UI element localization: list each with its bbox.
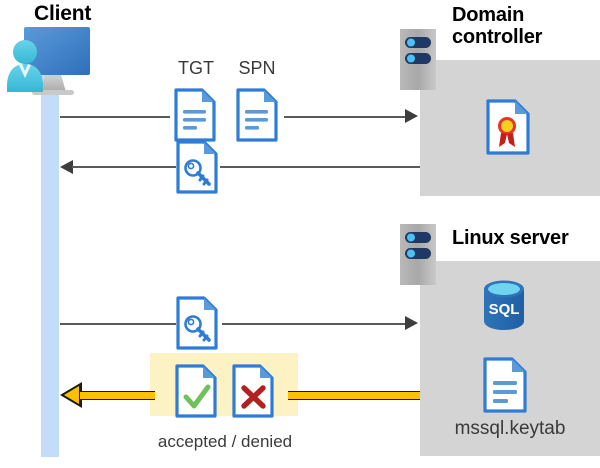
- keytab-document-icon: [483, 357, 527, 413]
- denied-document-icon: [232, 364, 274, 418]
- flow1-line-left: [60, 116, 170, 118]
- flow2-line-right: [220, 166, 420, 168]
- client-title: Client: [34, 2, 92, 25]
- flow1-arrowhead: [405, 109, 418, 123]
- keytab-label: mssql.keytab: [454, 418, 566, 439]
- flow2-line-left: [72, 166, 176, 168]
- flow3-line-left: [60, 323, 176, 325]
- flow4-bar-right: [288, 391, 420, 400]
- linux-server-server-icon: [400, 224, 436, 285]
- flow2-arrowhead: [60, 160, 73, 174]
- tgt-label: TGT: [178, 58, 214, 78]
- tgt-document-icon: [174, 88, 216, 142]
- flow1-line-right: [284, 116, 405, 118]
- sql-label: SQL: [489, 301, 520, 318]
- sql-database-icon: SQL: [478, 278, 530, 332]
- flow3-arrowhead: [405, 316, 418, 330]
- certificate-document-icon: [486, 99, 530, 155]
- dc-ticket-key-document-icon: [176, 140, 218, 194]
- client-workstation-icon: [4, 26, 96, 98]
- linux-server-title: Linux server: [452, 227, 569, 249]
- flow4-arrowhead-fill: [64, 386, 79, 404]
- spn-label: SPN: [238, 58, 276, 78]
- spn-document-icon: [236, 88, 278, 142]
- client-lifeline: [41, 70, 59, 457]
- accepted-denied-highlight: [150, 353, 298, 416]
- accepted-denied-label: accepted / denied: [157, 432, 293, 451]
- domain-controller-server-icon: [400, 29, 436, 90]
- domain-controller-title: Domain controller: [452, 4, 543, 49]
- flow3-line-right: [222, 323, 405, 325]
- flow4-bar-left: [80, 391, 155, 400]
- accepted-document-icon: [175, 364, 217, 418]
- linux-ticket-key-document-icon: [176, 296, 218, 350]
